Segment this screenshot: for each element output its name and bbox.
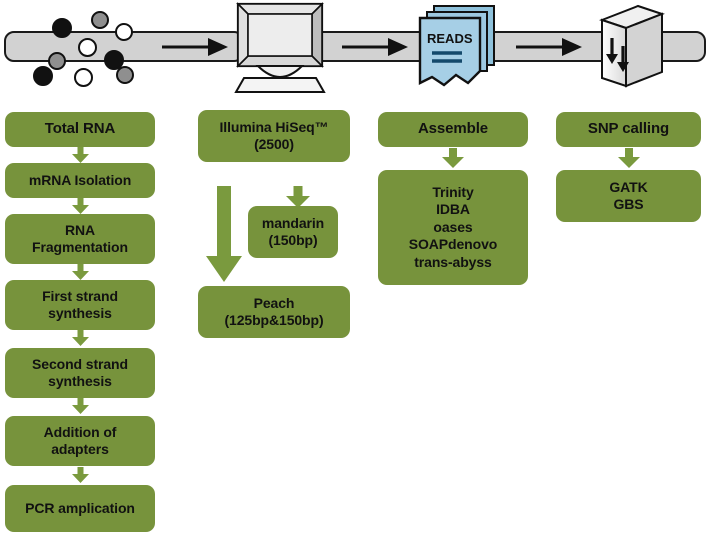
node-label: Peach (125bp&150bp) <box>224 294 324 329</box>
node-label: First strand synthesis <box>42 287 118 322</box>
flow-arrow-down <box>72 264 89 280</box>
node-assemble[interactable]: Assemble <box>378 112 528 147</box>
node-peach[interactable]: Peach (125bp&150bp) <box>198 286 350 338</box>
sample-dot <box>91 11 109 29</box>
sample-dot <box>115 23 133 41</box>
node-label: GATK GBS <box>609 178 648 213</box>
output-box-icon <box>599 4 665 88</box>
node-total-rna[interactable]: Total RNA <box>5 112 155 147</box>
node-label: mRNA Isolation <box>28 171 132 188</box>
node-rna-fragmentation[interactable]: RNA Fragmentation <box>5 214 155 264</box>
belt-arrow-1 <box>162 38 228 56</box>
node-label: Trinity IDBA oases SOAPdenovo trans-abys… <box>408 183 498 270</box>
belt-arrow-3 <box>516 38 582 56</box>
flow-arrow-down <box>72 330 89 346</box>
computer-monitor-icon <box>234 2 326 93</box>
flow-arrow-down-long <box>206 186 242 282</box>
sample-dot <box>33 66 53 86</box>
reads-documents-icon: READS <box>418 5 495 87</box>
node-snp-calling[interactable]: SNP calling <box>556 112 701 147</box>
node-label: Assemble <box>417 120 489 138</box>
flow-arrow-down <box>72 147 89 163</box>
sample-dot <box>74 68 93 87</box>
sample-dot <box>52 18 72 38</box>
node-label: Total RNA <box>44 120 116 138</box>
node-label: mandarin (150bp) <box>261 214 325 249</box>
node-illumina-hiseq[interactable]: Illumina HiSeq™ (2500) <box>198 110 350 162</box>
node-label: Illumina HiSeq™ (2500) <box>219 118 329 153</box>
node-assemblers[interactable]: Trinity IDBA oases SOAPdenovo trans-abys… <box>378 170 528 285</box>
sample-dot <box>116 66 134 84</box>
node-second-strand-synthesis[interactable]: Second strand synthesis <box>5 348 155 398</box>
node-label: Addition of adapters <box>43 423 117 458</box>
node-label: Second strand synthesis <box>32 355 128 390</box>
node-mandarin[interactable]: mandarin (150bp) <box>248 206 338 258</box>
node-label: PCR amplication <box>25 499 135 516</box>
flow-arrow-down <box>442 148 464 168</box>
sample-dot <box>48 52 66 70</box>
belt-arrow-2 <box>342 38 408 56</box>
flow-arrow-down <box>72 398 89 414</box>
node-addition-of-adapters[interactable]: Addition of adapters <box>5 416 155 466</box>
node-label: SNP calling <box>587 120 670 138</box>
reads-label: READS <box>427 31 473 46</box>
node-pcr-amplication[interactable]: PCR amplication <box>5 485 155 532</box>
sample-dot <box>78 38 97 57</box>
node-label: RNA Fragmentation <box>32 221 128 256</box>
flow-arrow-down <box>618 148 640 168</box>
node-snp-tools[interactable]: GATK GBS <box>556 170 701 222</box>
node-mrna-isolation[interactable]: mRNA Isolation <box>5 163 155 198</box>
flow-arrow-down <box>72 198 89 214</box>
flow-arrow-down-mandarin <box>286 186 310 208</box>
flow-arrow-down <box>72 467 89 483</box>
sample-dot <box>104 50 124 70</box>
node-first-strand-synthesis[interactable]: First strand synthesis <box>5 280 155 330</box>
